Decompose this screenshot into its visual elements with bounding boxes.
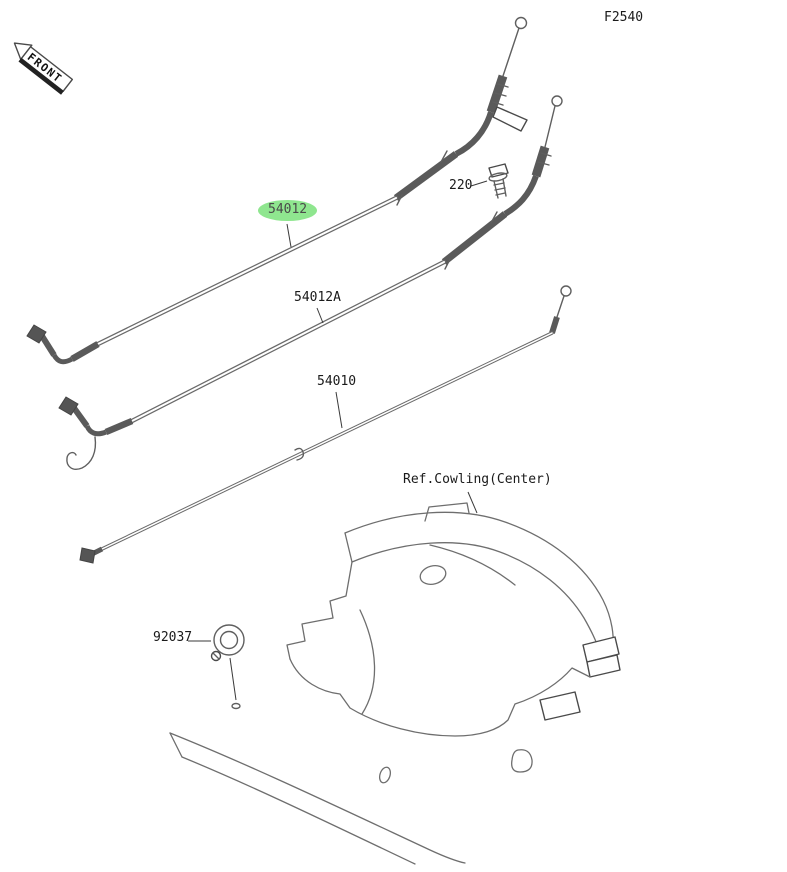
screw-220-drawing (488, 163, 509, 199)
cable-54012-drawing (26, 16, 528, 365)
figure-code-label: F2540 (604, 10, 644, 25)
cable-54010-drawing (79, 285, 572, 564)
part-label-92037[interactable]: 92037 (153, 630, 193, 645)
part-label-54010[interactable]: 54010 (317, 374, 357, 389)
leader-lines (188, 180, 488, 642)
part-label-54012[interactable]: 54012 (258, 200, 318, 222)
ref-cowling-label: Ref.Cowling(Center) (403, 472, 552, 487)
cowling-drawing (169, 502, 621, 865)
part-label-220[interactable]: 220 (449, 178, 473, 193)
grommet-92037-drawing (210, 624, 245, 710)
part-highlight[interactable]: 54012 (258, 200, 318, 222)
part-label-54012a[interactable]: 54012A (294, 290, 341, 305)
cable-54012a-drawing (58, 95, 563, 470)
front-arrow-icon: FRONT (13, 42, 74, 95)
